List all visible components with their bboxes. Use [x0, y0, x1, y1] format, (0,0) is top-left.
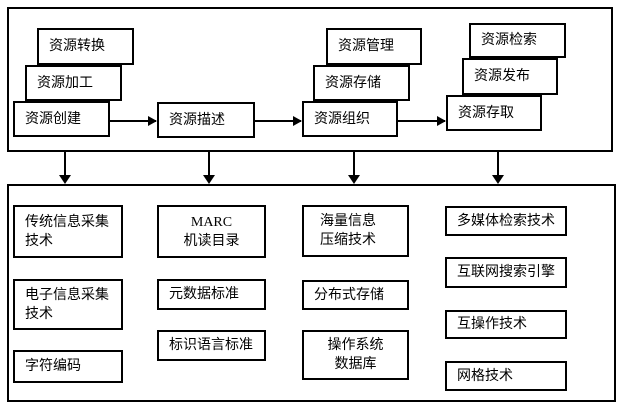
box-line: 操作系统	[327, 338, 384, 353]
box-interoperability: 互操作技术	[445, 310, 567, 339]
arrow-down-describe-icon	[208, 152, 210, 175]
box-metadata-standard: 元数据标准	[157, 279, 266, 310]
box-mass-info-compression: 海量信息 压缩技术	[302, 205, 409, 257]
box-resource-process: 资源加工	[25, 65, 122, 101]
box-line: 技术	[25, 233, 53, 249]
box-grid-technology: 网格技术	[445, 361, 567, 391]
arrow-down-access-icon	[497, 152, 499, 175]
box-line: 技术	[25, 306, 53, 322]
box-character-encoding: 字符编码	[13, 350, 123, 383]
box-os-database: 操作系统 数据库	[302, 330, 409, 380]
box-electronic-info-collection: 电子信息采集 技术	[13, 279, 123, 330]
box-resource-access: 资源存取	[446, 95, 542, 131]
box-internet-search-engine: 互联网搜索引擎	[445, 257, 567, 288]
box-resource-store: 资源存储	[313, 65, 410, 101]
arrow-down-organize-icon	[353, 152, 355, 175]
box-resource-describe: 资源描述	[157, 102, 255, 138]
box-line: 传统信息采集	[25, 214, 109, 230]
box-multimedia-retrieval: 多媒体检索技术	[445, 206, 567, 236]
box-line: 机读目录	[183, 233, 240, 249]
box-resource-convert: 资源转换	[37, 28, 134, 65]
arrow-down-create-icon	[64, 152, 66, 175]
box-marc-catalog: MARC 机读目录	[157, 205, 266, 258]
arrow-organize-to-access-icon	[398, 120, 445, 122]
arrow-describe-to-organize-icon	[255, 120, 301, 122]
box-traditional-info-collection: 传统信息采集 技术	[13, 205, 123, 258]
arrow-create-to-describe-icon	[110, 120, 156, 122]
box-markup-language-standard: 标识语言标准	[157, 330, 266, 361]
box-resource-retrieve: 资源检索	[469, 23, 566, 58]
box-line: 压缩技术	[320, 233, 376, 248]
box-resource-manage: 资源管理	[326, 28, 422, 65]
box-resource-create: 资源创建	[13, 101, 110, 137]
box-line: 数据库	[334, 357, 377, 372]
box-resource-organize: 资源组织	[302, 101, 398, 137]
box-line: 电子信息采集	[25, 287, 109, 303]
box-distributed-storage: 分布式存储	[302, 280, 409, 310]
box-resource-publish: 资源发布	[462, 58, 558, 95]
box-line: 海量信息	[320, 214, 376, 229]
box-line: MARC	[190, 214, 233, 230]
